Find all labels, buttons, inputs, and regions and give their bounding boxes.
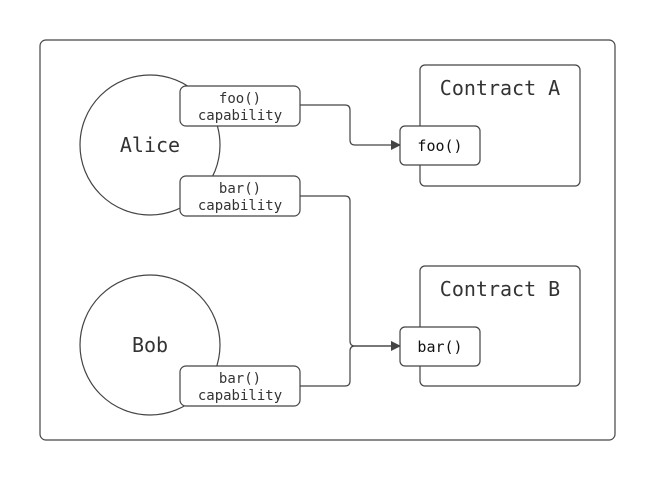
alice-bar-capability: bar() capability [179, 175, 301, 217]
edge-bob-bar-to-contract-b [300, 345, 398, 387]
contract-a-foo-port: foo() [399, 125, 481, 166]
contract-a-label: Contract A [440, 76, 560, 100]
contract-a-foo-port-label: foo() [417, 137, 462, 155]
alice-label: Alice [120, 133, 180, 157]
bob-bar-capability: bar() capability [179, 365, 301, 407]
bob-bar-capability-line1: bar() [219, 371, 261, 387]
alice-foo-capability-line1: foo() [219, 91, 261, 107]
bob-label: Bob [132, 333, 168, 357]
alice-foo-capability-line2: capability [198, 108, 282, 124]
alice-bar-capability-line2: capability [198, 198, 282, 214]
contract-b-bar-port: bar() [399, 326, 481, 367]
contract-b-label: Contract B [440, 277, 560, 301]
contract-b-box: Contract B [419, 265, 581, 387]
alice-foo-capability: foo() capability [179, 85, 301, 127]
alice-bar-capability-line1: bar() [219, 181, 261, 197]
contract-b-bar-port-label: bar() [417, 338, 462, 356]
edge-alice-foo-to-contract-a [300, 104, 401, 150]
bob-bar-capability-line2: capability [198, 388, 282, 404]
